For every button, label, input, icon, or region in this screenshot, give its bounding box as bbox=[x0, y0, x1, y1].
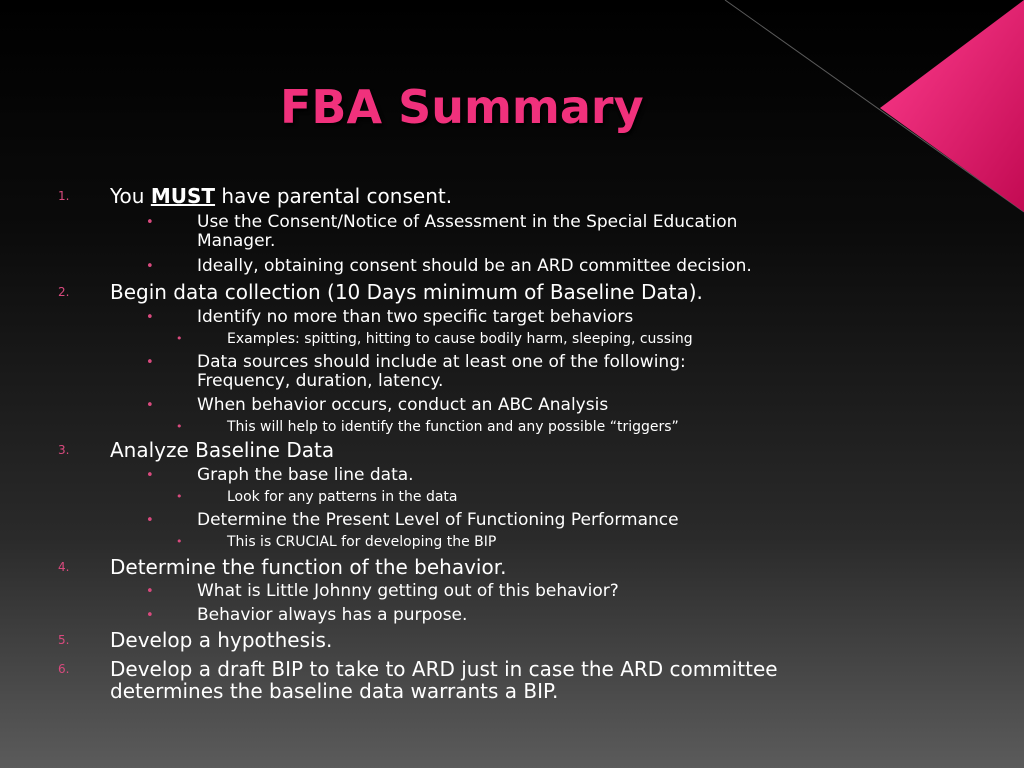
bullet-marker: • bbox=[146, 310, 154, 325]
bullet-marker: • bbox=[176, 490, 183, 503]
bullet-marker: • bbox=[176, 332, 183, 345]
slide-title: FBA Summary bbox=[280, 80, 644, 134]
sub-item: Ideally, obtaining consent should be an … bbox=[197, 256, 752, 276]
list-item-3: Analyze Baseline Data bbox=[110, 438, 335, 462]
bullet-marker: • bbox=[146, 215, 154, 230]
list-item-4: Determine the function of the behavior. bbox=[110, 555, 507, 579]
sub-item: Data sources should include at least one… bbox=[197, 352, 686, 372]
bullet-marker: • bbox=[146, 259, 154, 274]
sub-sub-item: This will help to identify the function … bbox=[227, 419, 679, 435]
bullet-marker: • bbox=[176, 535, 183, 548]
list-item-5: Develop a hypothesis. bbox=[110, 628, 333, 652]
item-number: 5. bbox=[58, 633, 70, 647]
sub-item: Graph the base line data. bbox=[197, 465, 414, 485]
sub-sub-item: This is CRUCIAL for developing the BIP bbox=[227, 534, 497, 550]
sub-item: What is Little Johnny getting out of thi… bbox=[197, 581, 619, 601]
sub-item-continuation: Frequency, duration, latency. bbox=[197, 371, 444, 391]
list-item-6: Develop a draft BIP to take to ARD just … bbox=[110, 657, 778, 681]
bullet-marker: • bbox=[146, 468, 154, 483]
sub-sub-item: Examples: spitting, hitting to cause bod… bbox=[227, 331, 693, 347]
list-item-2: Begin data collection (10 Days minimum o… bbox=[110, 280, 703, 304]
item-number: 6. bbox=[58, 662, 70, 676]
bullet-marker: • bbox=[146, 513, 154, 528]
sub-sub-item: Look for any patterns in the data bbox=[227, 489, 458, 505]
must-emphasis: MUST bbox=[150, 184, 216, 208]
bullet-marker: • bbox=[146, 584, 154, 599]
item-number: 4. bbox=[58, 560, 70, 574]
list-item-continuation: determines the baseline data warrants a … bbox=[110, 679, 559, 703]
bullet-marker: • bbox=[146, 608, 154, 623]
sub-item: Determine the Present Level of Functioni… bbox=[197, 510, 679, 530]
sub-item-continuation: Manager. bbox=[197, 231, 276, 251]
bullet-marker: • bbox=[176, 420, 183, 433]
bullet-marker: • bbox=[146, 398, 154, 413]
sub-item: When behavior occurs, conduct an ABC Ana… bbox=[197, 395, 609, 415]
sub-item: Behavior always has a purpose. bbox=[197, 605, 468, 625]
item-number: 3. bbox=[58, 443, 70, 457]
item-number: 1. bbox=[58, 189, 70, 203]
list-item-1: You MUST have parental consent. bbox=[110, 184, 453, 208]
bullet-marker: • bbox=[146, 355, 154, 370]
sub-item: Use the Consent/Notice of Assessment in … bbox=[197, 212, 738, 232]
sub-item: Identify no more than two specific targe… bbox=[197, 307, 634, 327]
item-number: 2. bbox=[58, 285, 70, 299]
